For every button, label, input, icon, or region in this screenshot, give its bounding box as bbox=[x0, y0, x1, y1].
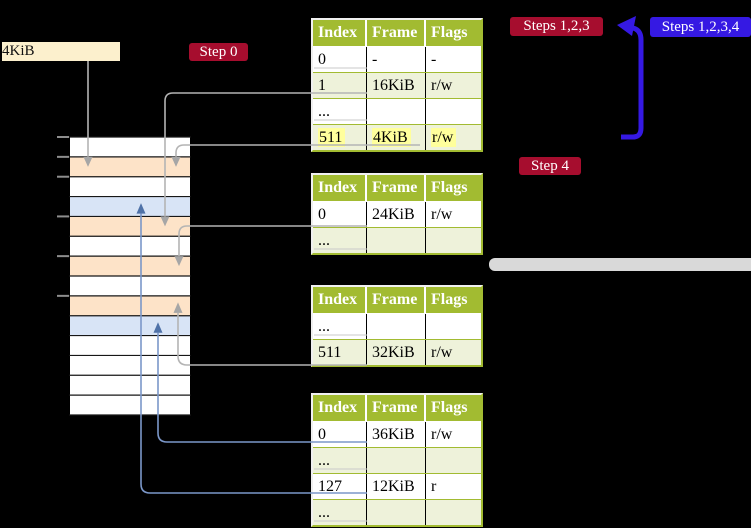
table-cell: r/w bbox=[431, 426, 453, 443]
table-cell: 0 bbox=[313, 47, 367, 72]
table-cell: 127 bbox=[313, 474, 367, 499]
step-0-badge: Step 0 bbox=[189, 43, 248, 61]
table-cell: r/w bbox=[426, 125, 481, 150]
table-cell: 511 bbox=[313, 125, 367, 150]
highlighted-value: 511 bbox=[318, 128, 346, 147]
header-cell: Frame bbox=[367, 287, 426, 313]
memory-frame-row bbox=[70, 137, 190, 157]
table-cell: r bbox=[431, 478, 437, 495]
memory-frame-row bbox=[70, 395, 190, 415]
memory-frame-row bbox=[70, 335, 190, 356]
table-cell: 24KiB bbox=[367, 202, 426, 227]
table-row: ... bbox=[313, 447, 481, 473]
memory-frame-row bbox=[70, 196, 190, 217]
table-cell: 12KiB bbox=[367, 474, 426, 499]
table-cell: - bbox=[367, 47, 426, 72]
tlb-shortcut-arrowhead bbox=[617, 16, 636, 36]
table-cell: ... bbox=[313, 228, 367, 253]
frame-size-label: 4KiB bbox=[2, 42, 120, 61]
table-cell bbox=[367, 228, 426, 253]
table-cell: 511 bbox=[313, 340, 367, 365]
table-row: ... bbox=[313, 227, 481, 253]
tlb-shortcut-arrow bbox=[621, 25, 644, 140]
table-cell: r/w bbox=[431, 344, 453, 361]
header-cell: Index bbox=[313, 175, 367, 201]
memory-frame-row bbox=[70, 236, 190, 257]
header-cell: Flags bbox=[431, 399, 468, 416]
table-row: ... bbox=[313, 313, 481, 339]
table-cell: ... bbox=[313, 314, 367, 339]
header-cell: Frame bbox=[367, 20, 426, 46]
table-cell bbox=[426, 99, 481, 124]
table-cell bbox=[367, 99, 426, 124]
memory-frame-row bbox=[70, 275, 190, 296]
table-cell: 36KiB bbox=[367, 422, 426, 447]
memory-frame-row bbox=[70, 216, 190, 237]
table-cell bbox=[426, 228, 481, 253]
memory-frame-row bbox=[70, 156, 190, 177]
memory-frame-row bbox=[70, 315, 190, 336]
table-cell: ... bbox=[313, 99, 367, 124]
header-cell: Flags bbox=[431, 179, 468, 196]
header-cell: Frame bbox=[367, 395, 426, 421]
table-cell: - bbox=[431, 51, 437, 68]
memory-frame-row bbox=[70, 355, 190, 376]
header-cell: Index bbox=[313, 20, 367, 46]
header-cell: Flags bbox=[431, 291, 468, 308]
steps-123-badge: Steps 1,2,3 bbox=[510, 17, 603, 36]
memory-frame-row bbox=[70, 295, 190, 316]
table-cell: r/w bbox=[431, 206, 453, 223]
memory-frame-row bbox=[70, 176, 190, 197]
table-cell: ... bbox=[313, 448, 367, 473]
table-cell: 32KiB bbox=[367, 340, 426, 365]
table-row: ... bbox=[313, 98, 481, 124]
table-cell bbox=[367, 314, 426, 339]
table-cell bbox=[367, 500, 426, 525]
table-cell bbox=[426, 314, 481, 339]
table-cell: 0 bbox=[313, 422, 367, 447]
table-cell bbox=[426, 448, 481, 473]
table-cell: r/w bbox=[431, 77, 453, 94]
highlighted-value: 4KiB bbox=[372, 128, 411, 147]
table-cell bbox=[367, 448, 426, 473]
table-cell: 0 bbox=[313, 202, 367, 227]
table-row: ... bbox=[313, 499, 481, 525]
highlighted-value: r/w bbox=[431, 128, 457, 147]
table-row: 0-- bbox=[313, 46, 481, 72]
steps-1234-badge: Steps 1,2,3,4 bbox=[650, 17, 751, 37]
light-streak bbox=[489, 258, 751, 271]
table-cell: ... bbox=[313, 500, 367, 525]
table-cell: 4KiB bbox=[367, 125, 426, 150]
table-row: 511 4KiB r/w bbox=[313, 124, 481, 150]
header-cell: Index bbox=[313, 287, 367, 313]
table-cell: 1 bbox=[313, 73, 367, 98]
step-4-badge: Step 4 bbox=[519, 157, 581, 175]
header-cell: Flags bbox=[431, 24, 468, 41]
memory-frame-row bbox=[70, 256, 190, 276]
table-cell bbox=[426, 500, 481, 525]
header-cell: Frame bbox=[367, 175, 426, 201]
header-cell: Index bbox=[313, 395, 367, 421]
memory-frame-row bbox=[70, 375, 190, 396]
table-cell: 16KiB bbox=[367, 73, 426, 98]
